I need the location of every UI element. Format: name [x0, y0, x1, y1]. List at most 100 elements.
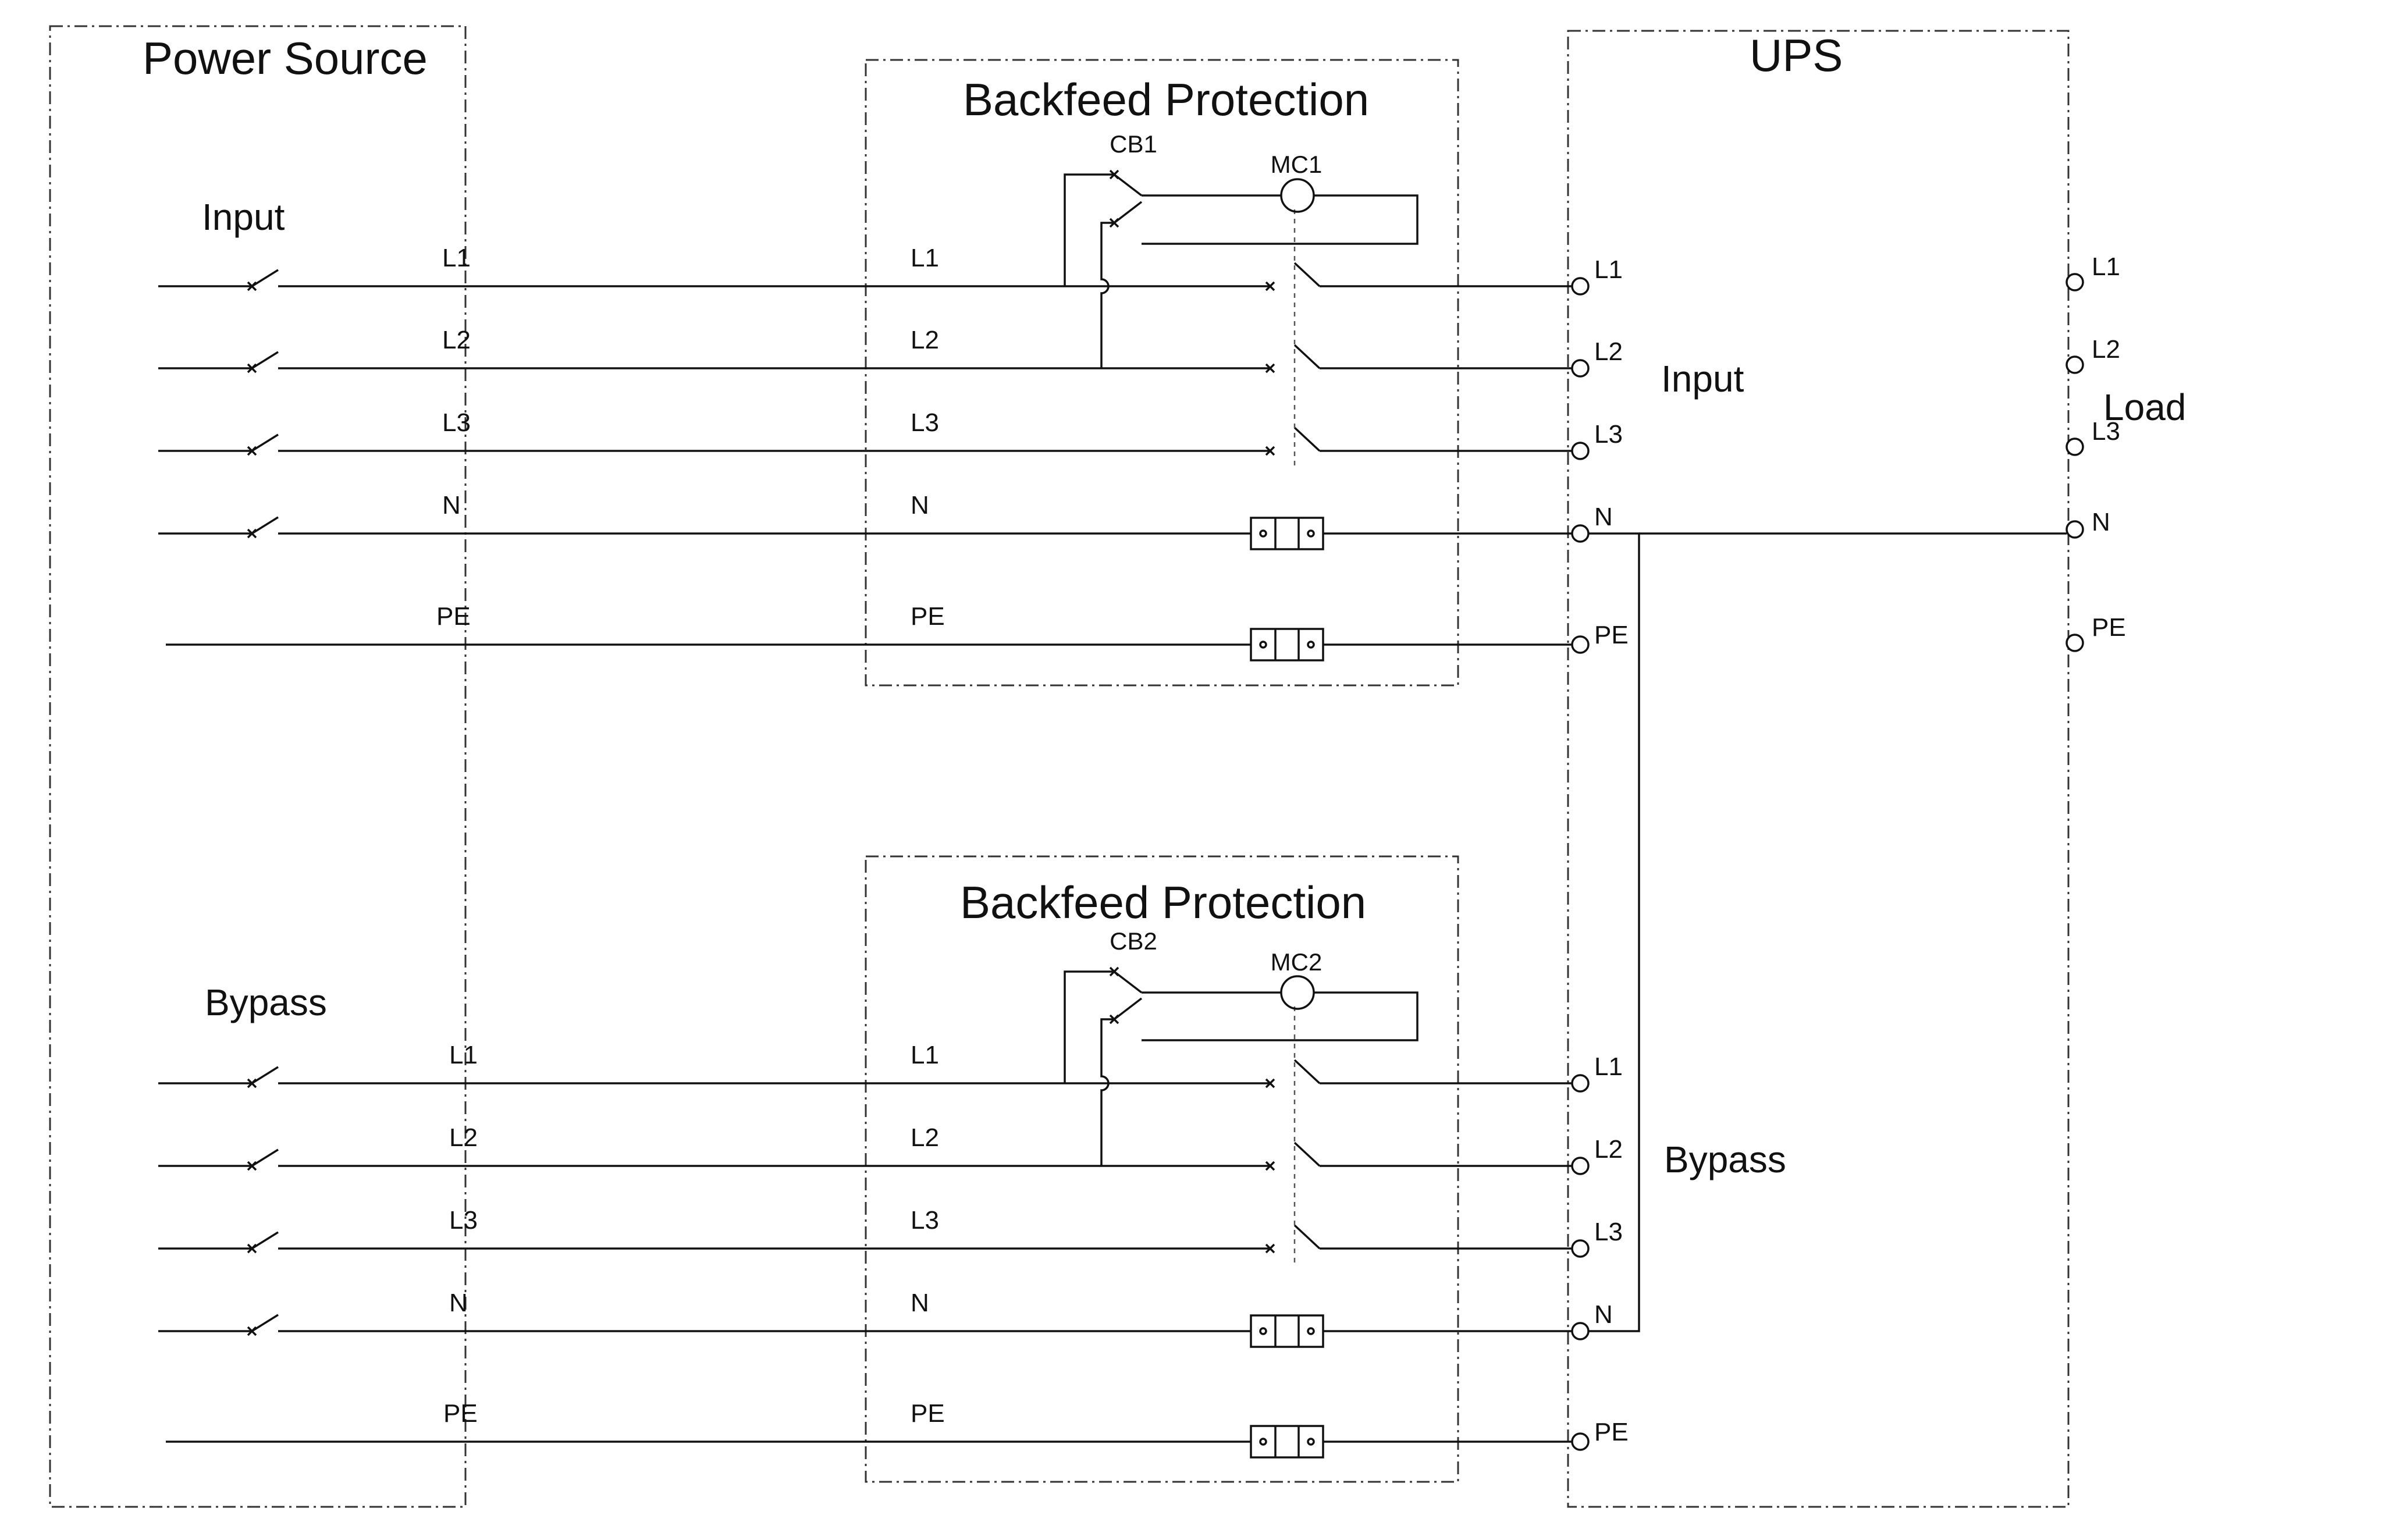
backfeed-pe-input-label: PE	[911, 602, 945, 631]
mc-input-label: MC1	[1271, 151, 1323, 178]
source-l1-input-label: L1	[442, 244, 471, 272]
mc-l1-bypass-contact	[1265, 1078, 1275, 1089]
mc-bypass-label: MC2	[1271, 948, 1323, 976]
backfeed-l3-bypass-label: L3	[911, 1206, 939, 1235]
ups-n-bypass-terminal	[1571, 1322, 1590, 1340]
pe-bypass-terminal-block-screw2	[1307, 1438, 1315, 1446]
source-n-bypass-switch-blade	[251, 1314, 279, 1332]
n-bypass-terminal-block	[1250, 1314, 1324, 1348]
ups-l2-input-terminal	[1571, 359, 1590, 378]
load-pe-terminal	[2066, 634, 2084, 652]
source-l2-input-switch-blade	[251, 351, 279, 369]
backfeed-protection-bottom-title: Backfeed Protection	[960, 877, 1366, 928]
load-l1-label: L1	[2092, 252, 2120, 281]
ups-pe-input-terminal	[1571, 635, 1590, 654]
ups-l1-bypass-label: L1	[1594, 1052, 1623, 1081]
ups-n-input-terminal	[1571, 524, 1590, 543]
ups-pe-bypass-label: PE	[1594, 1418, 1629, 1446]
source-l3-input-label: L3	[442, 408, 471, 437]
backfeed-protection-top-box	[865, 59, 1459, 687]
load-l1-terminal	[2066, 273, 2084, 291]
cb-bypass-blade-1	[1113, 970, 1143, 994]
mc-l3-input-blade	[1293, 426, 1321, 452]
source-l2-input-label: L2	[442, 326, 471, 354]
mc-input-coil-return	[1142, 194, 1419, 245]
source-l3-input-switch-blade	[251, 433, 279, 452]
cb-bypass-blade-2	[1113, 997, 1143, 1020]
ups-l3-bypass-label: L3	[1594, 1218, 1623, 1246]
cb-bypass-feed-l2	[1100, 1018, 1114, 1166]
n-bypass-terminal-block-screw1	[1259, 1327, 1267, 1335]
ups-l2-bypass-terminal	[1571, 1157, 1590, 1175]
backfeed-l3-input-label: L3	[911, 408, 939, 437]
backfeed-n-input-label: N	[911, 491, 929, 520]
cb-input-blade-2	[1113, 201, 1143, 224]
load-l2-label: L2	[2092, 335, 2120, 364]
source-l1-bypass-label: L1	[449, 1041, 478, 1069]
source-l2-bypass-switch-blade	[251, 1148, 279, 1167]
source-l3-bypass-label: L3	[449, 1206, 478, 1235]
load-n-terminal	[2066, 520, 2084, 539]
source-pe-bypass-label: PE	[443, 1399, 478, 1428]
source-l1-bypass-switch-blade	[251, 1066, 279, 1084]
pe-input-terminal-block	[1250, 628, 1324, 661]
mc-l2-input-contact	[1265, 363, 1275, 374]
ups-input-label: Input	[1661, 358, 1744, 400]
ups-l3-input-label: L3	[1594, 420, 1623, 449]
mc-bypass-coil-return	[1142, 991, 1419, 1041]
backfeed-l1-bypass-label: L1	[911, 1041, 939, 1069]
ups-l1-input-label: L1	[1594, 255, 1623, 284]
source-pe-input-label: PE	[436, 602, 471, 631]
mc-l3-input-contact	[1265, 446, 1275, 456]
mc-l1-input-blade	[1293, 262, 1321, 287]
mc-l1-input-contact	[1265, 281, 1275, 291]
n-input-terminal-block-screw1	[1259, 529, 1267, 538]
cb-input-feed-l1	[1064, 173, 1114, 286]
ups-bypass-label: Bypass	[1664, 1139, 1786, 1180]
source-l3-bypass-switch-blade	[251, 1231, 279, 1250]
backfeed-l2-input-label: L2	[911, 326, 939, 354]
cb-bypass-label: CB2	[1110, 927, 1157, 955]
cb-input-feed-l2	[1100, 222, 1114, 368]
load-label: Load	[2103, 386, 2186, 428]
power-source-title: Power Source	[143, 33, 428, 84]
mc-l2-bypass-contact	[1265, 1161, 1275, 1171]
power-source-box	[49, 25, 467, 1508]
pe-input-terminal-block-screw1	[1259, 641, 1267, 649]
ups-pe-bypass-terminal	[1571, 1432, 1590, 1451]
cb-input-blade-1	[1113, 173, 1143, 197]
backfeed-pe-bypass-label: PE	[911, 1399, 945, 1428]
pe-bypass-terminal-block	[1250, 1425, 1324, 1459]
n-bypass-terminal-block-screw2	[1307, 1327, 1315, 1335]
backfeed-l2-bypass-label: L2	[911, 1123, 939, 1152]
mc-l2-input-blade	[1293, 344, 1321, 369]
ups-n-bypass-label: N	[1594, 1300, 1613, 1329]
pe-input-terminal-block-screw2	[1307, 641, 1315, 649]
ups-l1-bypass-terminal	[1571, 1074, 1590, 1093]
load-l2-terminal	[2066, 355, 2084, 374]
load-l3-label: L3	[2092, 417, 2120, 446]
ups-pe-input-label: PE	[1594, 621, 1629, 649]
mc-bypass-coil	[1280, 975, 1315, 1010]
ups-l3-input-terminal	[1571, 442, 1590, 460]
ups-l1-input-terminal	[1571, 277, 1590, 296]
ups-l3-bypass-terminal	[1571, 1239, 1590, 1258]
source-n-input-label: N	[442, 491, 461, 520]
mc-input-coil	[1280, 178, 1315, 213]
pe-bypass-terminal-block-screw1	[1259, 1438, 1267, 1446]
source-bypass-label: Bypass	[205, 981, 327, 1023]
ups-neutral-bridge	[1588, 532, 1640, 1332]
cb-bypass-feed-l1	[1064, 970, 1114, 1083]
source-input-label: Input	[202, 196, 285, 238]
source-n-input-switch-blade	[251, 516, 279, 535]
backfeed-protection-top-title: Backfeed Protection	[963, 74, 1369, 125]
n-input-terminal-block-screw2	[1307, 529, 1315, 538]
ups-l2-bypass-label: L2	[1594, 1135, 1623, 1164]
mc-l2-bypass-blade	[1293, 1141, 1321, 1167]
ups-title: UPS	[1750, 30, 1843, 81]
ups-n-input-label: N	[1594, 503, 1613, 531]
source-n-bypass-label: N	[449, 1289, 468, 1317]
ups-box	[1567, 30, 2070, 1508]
